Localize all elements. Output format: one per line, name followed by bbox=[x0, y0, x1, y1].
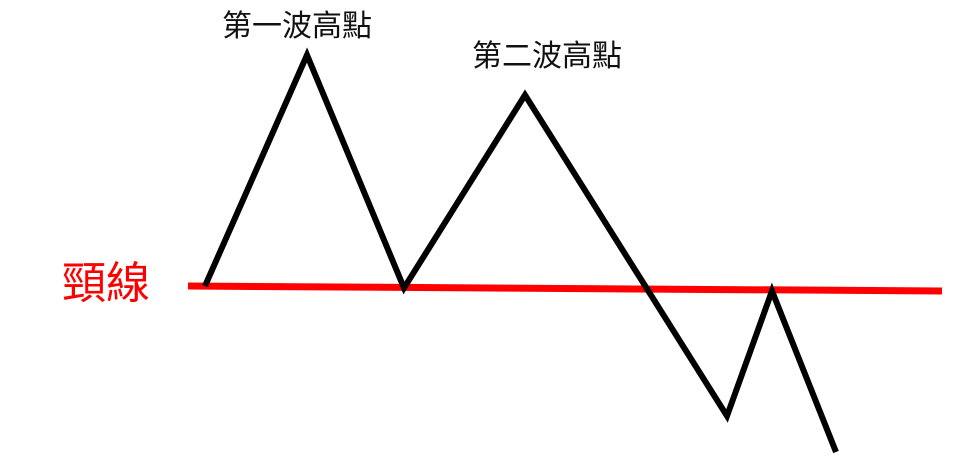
price-line bbox=[202, 47, 839, 454]
neckline bbox=[187, 282, 943, 295]
neckline-label: 頸線 bbox=[62, 258, 150, 309]
peak1-label: 第一波高點 bbox=[222, 9, 372, 44]
peak2-label: 第二波高點 bbox=[472, 39, 622, 74]
